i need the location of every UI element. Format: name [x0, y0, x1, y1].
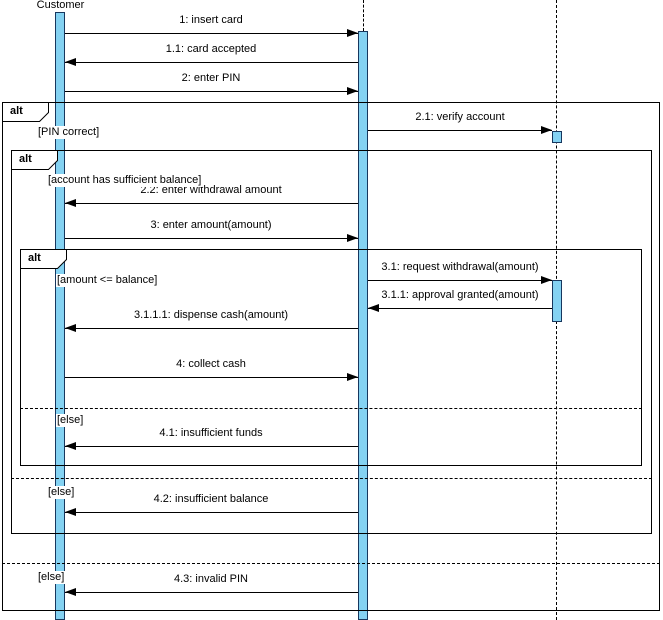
message-insert-card[interactable]: 1: insert card: [65, 14, 358, 37]
fragment-operator-text: alt: [19, 153, 32, 165]
arrowhead-left-icon: [65, 199, 76, 207]
alt-operator-label-inner: alt: [20, 249, 68, 269]
alt-divider-outer: [2, 563, 660, 564]
arrowhead-right-icon: [541, 276, 552, 284]
arrowhead-left-icon: [65, 442, 76, 450]
arrowhead-right-icon: [347, 373, 358, 381]
atm-lifeline-line: [363, 0, 364, 31]
fragment-pentagon-icon: [2, 102, 49, 122]
message-card-accepted[interactable]: 1.1: card accepted: [65, 43, 358, 66]
message-insufficient-funds[interactable]: 4.1: insufficient funds: [65, 427, 358, 450]
guard-else-outer: [else]: [37, 571, 66, 584]
message-label: 4.2: insufficient balance: [153, 493, 269, 505]
alt-fragment-inner[interactable]: [20, 249, 642, 466]
bank-activation-box-2[interactable]: [552, 280, 562, 322]
message-dispense-cash[interactable]: 3.1.1.1: dispense cash(amount): [65, 309, 358, 332]
message-label: 1.1: card accepted: [165, 43, 257, 55]
message-label: 3.1.1.1: dispense cash(amount): [133, 309, 289, 321]
message-collect-cash[interactable]: 4: collect cash: [65, 358, 358, 381]
arrowhead-left-icon: [65, 588, 76, 596]
guard-pin-correct: [PIN correct]: [37, 126, 101, 139]
message-label: 4.1: insufficient funds: [159, 427, 263, 439]
guard-sufficient-balance: [account has sufficient balance]: [47, 174, 203, 187]
guard-amount-le-balance: [amount <= balance]: [56, 274, 159, 287]
alt-fragment-outer[interactable]: [2, 102, 660, 611]
message-approval-granted[interactable]: 3.1.1: approval granted(amount): [368, 289, 552, 312]
message-label: 1: insert card: [179, 14, 243, 26]
message-label: 3.1: request withdrawal(amount): [381, 261, 539, 273]
bank-activation-box-1[interactable]: [552, 131, 562, 143]
arrowhead-right-icon: [541, 126, 552, 134]
fragment-pentagon-icon: [11, 150, 58, 170]
message-label: 2.1: verify account: [415, 111, 505, 123]
guard-else-inner: [else]: [56, 414, 85, 427]
alt-operator-label-outer: alt: [2, 102, 50, 122]
alt-fragment-middle[interactable]: [11, 150, 652, 534]
alt-operator-label-middle: alt: [11, 150, 59, 170]
arrowhead-left-icon: [368, 304, 379, 312]
message-enter-pin[interactable]: 2: enter PIN: [65, 72, 358, 95]
message-label: 3: enter amount(amount): [150, 219, 272, 231]
lifeline-head-customer[interactable]: Customer: [36, 0, 85, 11]
arrowhead-right-icon: [347, 234, 358, 242]
arrowhead-left-icon: [65, 58, 76, 66]
arrowhead-right-icon: [347, 87, 358, 95]
fragment-pentagon-icon: [20, 249, 67, 269]
alt-divider-middle: [11, 478, 652, 479]
guard-else-middle: [else]: [47, 486, 76, 499]
fragment-operator-text: alt: [28, 252, 41, 264]
arrowhead-right-icon: [347, 29, 358, 37]
message-label: 2.2: enter withdrawal amount: [140, 184, 282, 196]
message-enter-amount[interactable]: 3: enter amount(amount): [65, 219, 358, 242]
message-verify-account[interactable]: 2.1: verify account: [368, 111, 552, 134]
message-invalid-pin[interactable]: 4.3: invalid PIN: [65, 573, 358, 596]
message-label: 3.1.1: approval granted(amount): [381, 289, 539, 301]
alt-divider-inner: [20, 408, 642, 409]
arrowhead-left-icon: [65, 324, 76, 332]
fragment-operator-text: alt: [10, 105, 23, 117]
message-label: 2: enter PIN: [181, 72, 241, 84]
message-label: 4: collect cash: [176, 358, 246, 370]
message-label: 4.3: invalid PIN: [174, 573, 248, 585]
message-request-withdrawal[interactable]: 3.1: request withdrawal(amount): [368, 261, 552, 284]
message-insufficient-balance[interactable]: 4.2: insufficient balance: [65, 493, 358, 516]
message-enter-withdrawal-amount[interactable]: 2.2: enter withdrawal amount: [65, 184, 358, 207]
arrowhead-left-icon: [65, 508, 76, 516]
